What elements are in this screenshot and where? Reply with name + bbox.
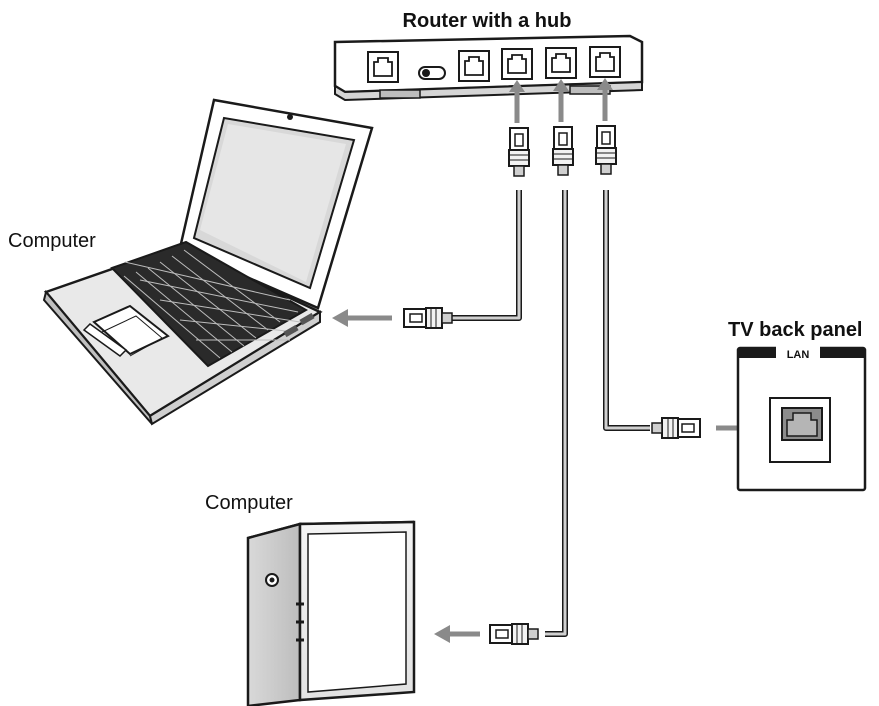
tv-back-panel: LAN bbox=[736, 345, 867, 492]
tv-side-plug bbox=[651, 417, 701, 439]
desktop-insert-arrow bbox=[434, 625, 480, 643]
router-lan-port-3 bbox=[545, 47, 577, 79]
lan-port-label: LAN bbox=[787, 349, 810, 361]
laptop-computer bbox=[42, 98, 374, 426]
laptop-side-plug bbox=[403, 307, 453, 329]
cables bbox=[452, 190, 650, 637]
desktop-side-plug bbox=[489, 623, 539, 645]
laptop-label: Computer bbox=[8, 230, 96, 252]
router-lan-port-4 bbox=[589, 46, 621, 78]
router-side-plug-laptop bbox=[508, 127, 530, 177]
router-lan-port-1 bbox=[458, 50, 490, 82]
desktop-label: Computer bbox=[205, 492, 293, 514]
router-wan-port bbox=[367, 51, 399, 83]
router-insert-arrows bbox=[509, 78, 613, 123]
tv-panel-label: TV back panel bbox=[728, 319, 863, 341]
router-lan-port-2 bbox=[501, 48, 533, 80]
router-device bbox=[333, 34, 644, 102]
router-side-plug-tv bbox=[595, 125, 617, 175]
router-switch bbox=[418, 66, 446, 80]
laptop-insert-arrow bbox=[332, 309, 392, 327]
desktop-computer bbox=[246, 520, 416, 706]
tv-lan-port bbox=[781, 407, 823, 441]
router-side-plug-desktop bbox=[552, 126, 574, 176]
router-label: Router with a hub bbox=[403, 10, 572, 32]
